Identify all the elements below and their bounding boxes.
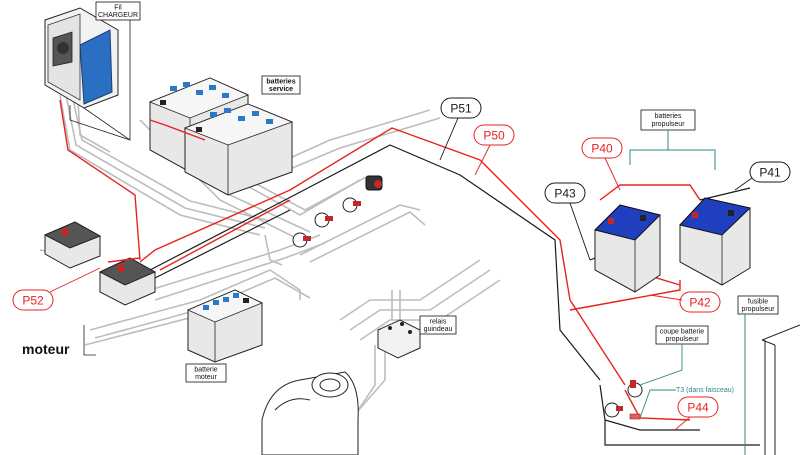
cable-leader-p44 xyxy=(674,416,691,431)
propulsion-batteries-label-line2: propulseur xyxy=(651,121,685,128)
engine-battery xyxy=(186,289,263,363)
service-battery-right xyxy=(183,103,294,196)
t3-note: T3 (dans faisceau) xyxy=(676,387,734,394)
cable-label-p44-text: P44 xyxy=(687,401,709,415)
charger-label-line2: CHARGEUR xyxy=(98,12,138,19)
battery-switch-1 xyxy=(292,232,311,248)
engine-bracket xyxy=(83,325,96,356)
charger-label-line1: Fil xyxy=(114,5,122,12)
service-batteries-label-line2: service xyxy=(269,86,293,93)
propulsion-batteries-bracket xyxy=(629,130,716,170)
battery-switch-3 xyxy=(342,197,361,213)
cable-label-p41: P41 xyxy=(749,161,791,183)
cable-label-p51: P51 xyxy=(440,97,482,119)
cable-label-p43: P43 xyxy=(544,182,586,204)
cable-leader-p42 xyxy=(649,294,683,301)
windlass-motor xyxy=(261,371,359,455)
propulsion-cutoff-label-line1: coupe batterie xyxy=(660,329,704,336)
cable-label-p50: P50 xyxy=(473,124,515,146)
cable-leader-p51 xyxy=(439,117,459,161)
propulsion-fuse-label-box xyxy=(737,295,779,315)
charger-label-box xyxy=(95,1,141,21)
t3-leader xyxy=(639,389,676,419)
battery-switch-2 xyxy=(314,212,333,228)
cable-leader-p41 xyxy=(734,177,753,191)
isolator-right xyxy=(98,257,157,306)
cable-leader-p40 xyxy=(604,157,621,191)
cable-label-p40-text: P40 xyxy=(591,142,613,156)
cable-label-p40: P40 xyxy=(581,137,623,159)
propulsion-batteries-label-line1: batteries xyxy=(655,113,682,120)
negative-cable-route xyxy=(149,144,760,446)
cable-label-p42: P42 xyxy=(679,291,721,313)
cable-label-p42-text: P42 xyxy=(689,296,711,310)
windlass-relay-label-box xyxy=(419,315,457,335)
cable-label-p41-text: P41 xyxy=(759,166,781,180)
propulsion-cutoff-switch xyxy=(627,380,643,398)
t3-fuse xyxy=(629,413,641,420)
thruster-housing xyxy=(761,324,800,455)
cable-label-p43-text: P43 xyxy=(554,187,576,201)
propulsion-battery-right xyxy=(679,197,752,286)
propulsion-battery-left xyxy=(594,204,661,293)
windlass-relay-label-line1: relais xyxy=(430,319,447,326)
service-batteries-label-line1: batteries xyxy=(266,79,295,86)
cable-label-p52: P52 xyxy=(12,289,54,311)
service-batteries-label-box xyxy=(261,75,301,95)
charger-unit xyxy=(44,3,131,141)
battery-switch-4 xyxy=(365,175,383,191)
propulsion-fuse-label-line1: fusible xyxy=(748,299,768,306)
cable-label-p50-text: P50 xyxy=(483,129,505,143)
propulsion-fuse-label-line2: propulseur xyxy=(741,306,775,313)
propulsion-cutoff-switch-2 xyxy=(604,402,623,418)
engine-battery-label-box xyxy=(185,363,227,383)
propulsion-cutoff-leader xyxy=(639,344,683,386)
windlass-relay-label-line2: guindeau xyxy=(424,326,453,333)
isolator-left xyxy=(43,221,102,269)
cable-leader-p50 xyxy=(474,144,491,176)
cable-label-p52-text: P52 xyxy=(22,294,44,308)
engine-label: moteur xyxy=(22,341,70,357)
windlass-relay xyxy=(377,319,421,359)
cable-label-p51-text: P51 xyxy=(450,102,472,116)
propulsion-cutoff-label-line2: propulseur xyxy=(665,336,699,343)
cable-label-p44: P44 xyxy=(677,396,719,418)
cable-leader-p52 xyxy=(49,267,101,293)
engine-battery-label-line2: moteur xyxy=(195,374,217,381)
engine-battery-label-line1: batterie xyxy=(194,367,217,374)
cable-leader-p43 xyxy=(569,202,591,261)
